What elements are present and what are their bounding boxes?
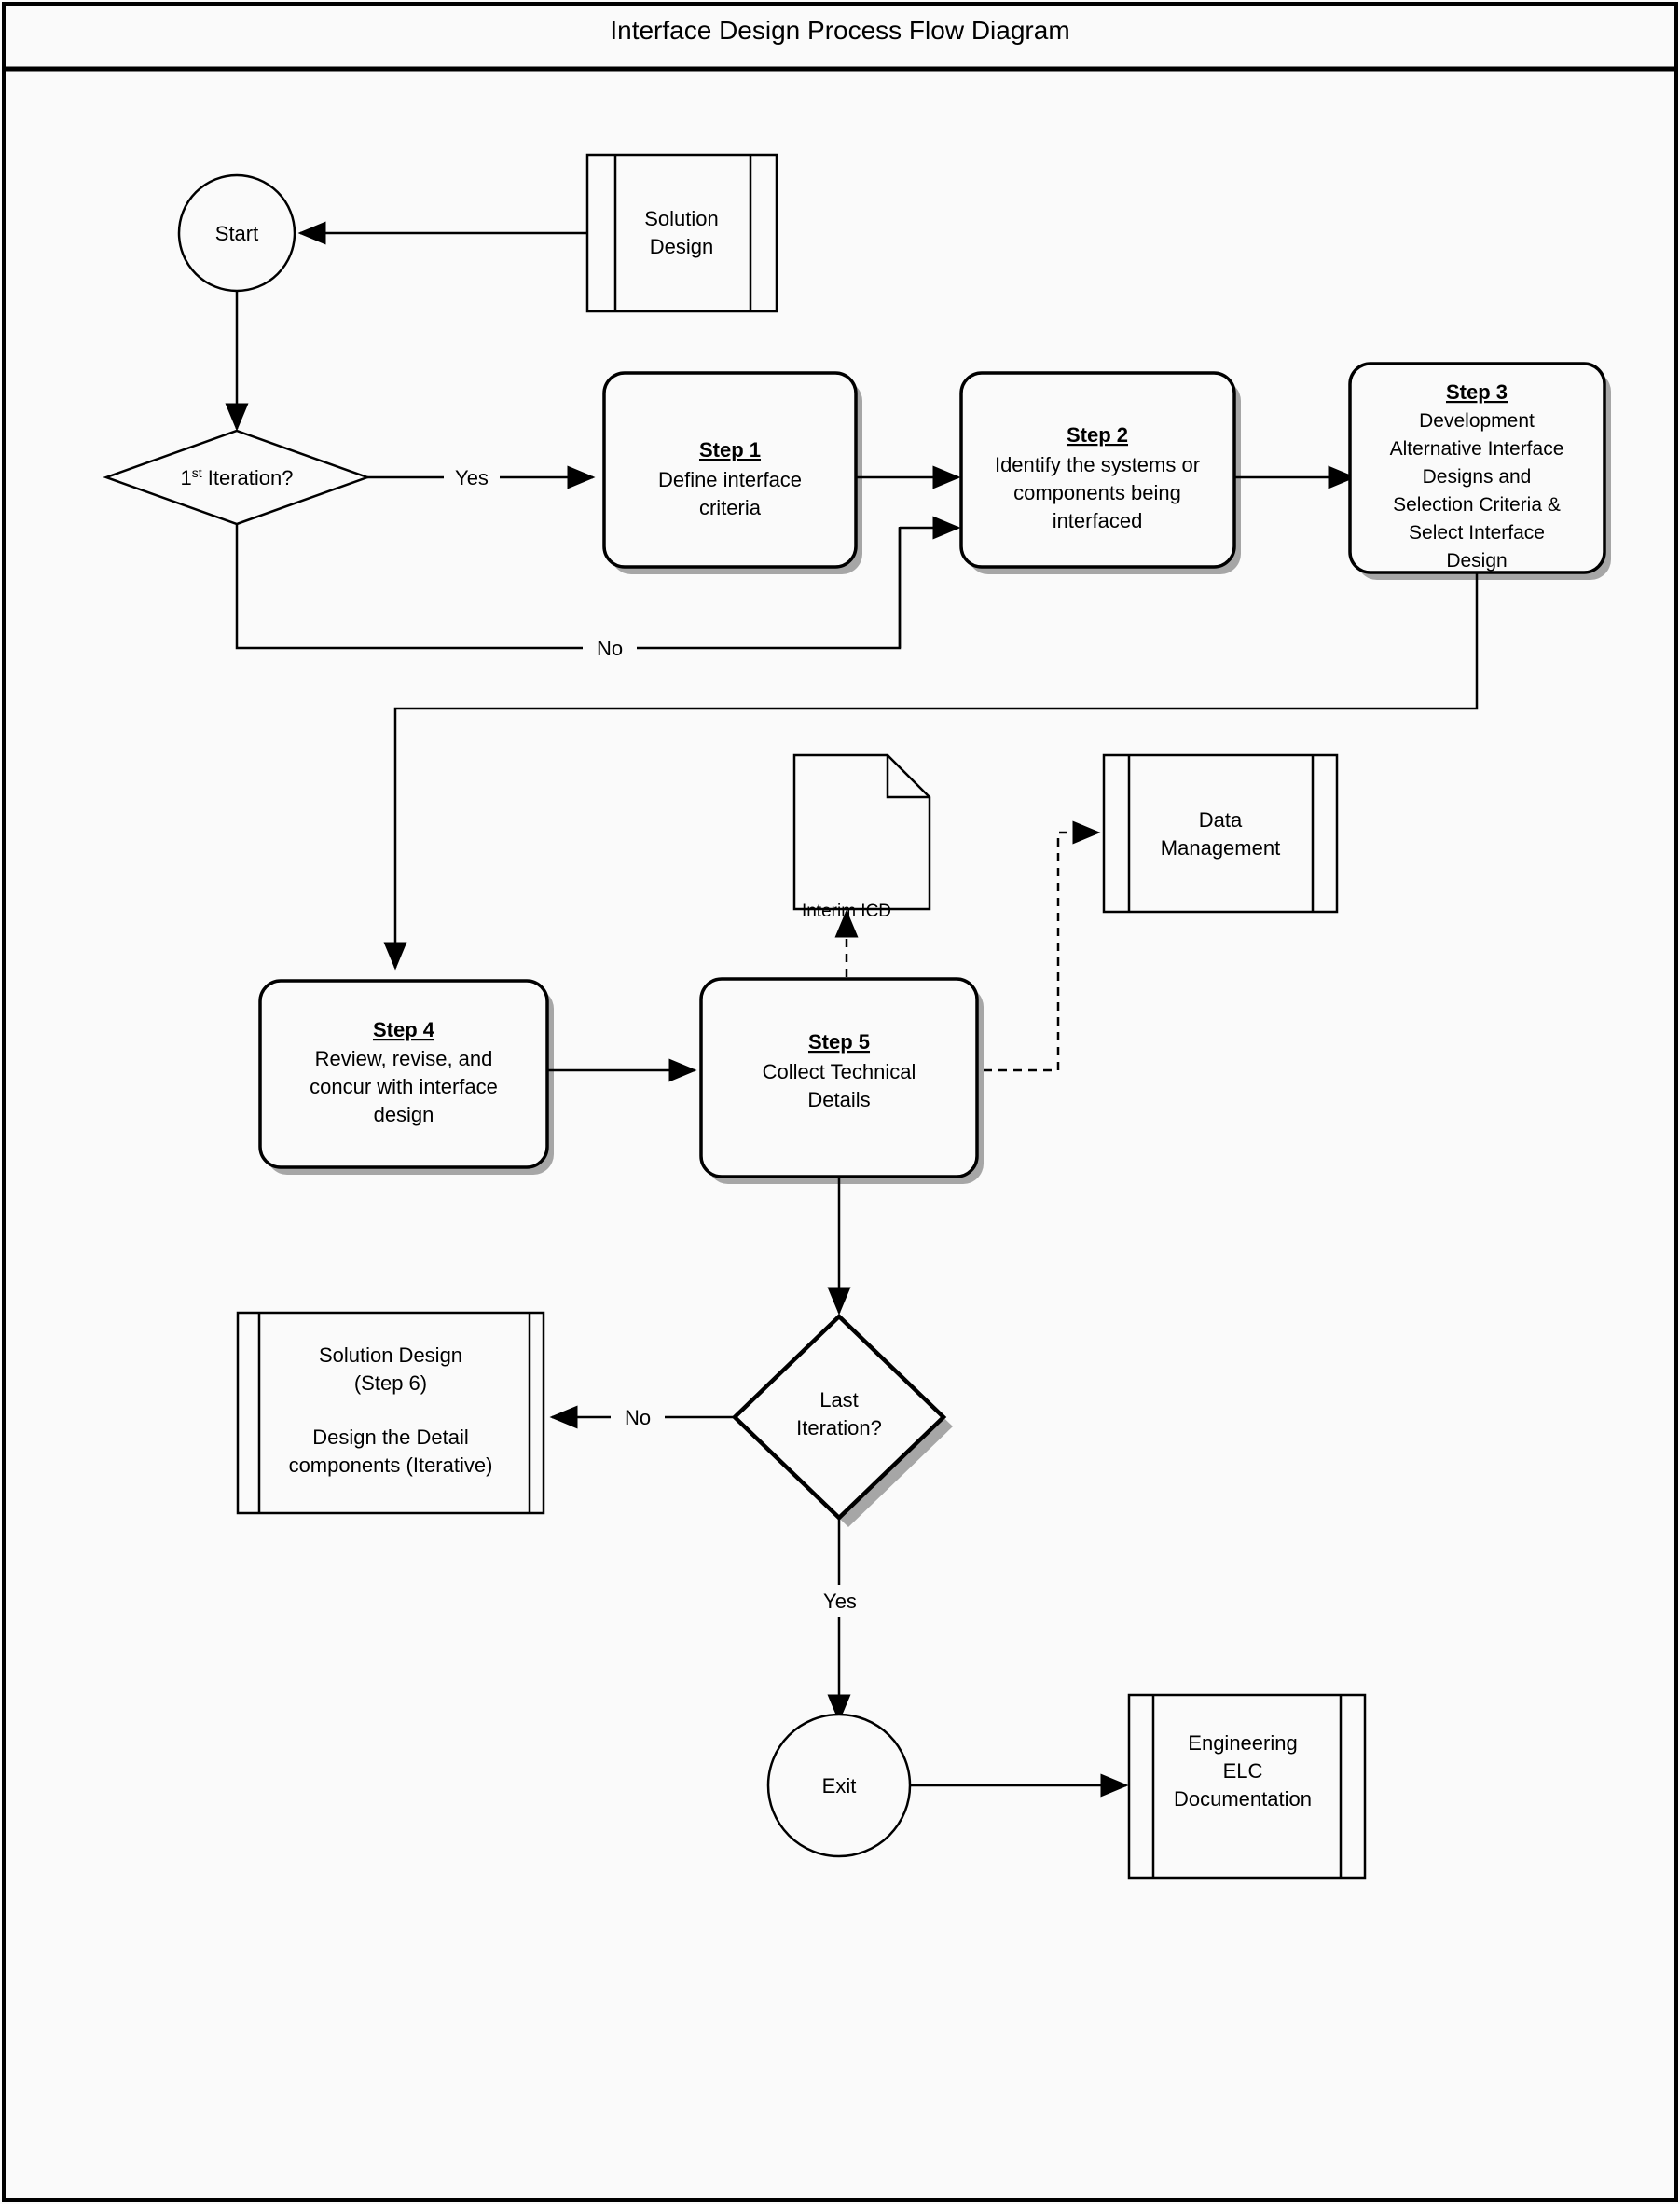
start-label: Start — [215, 222, 258, 245]
edge-label-no-first-iteration: No — [597, 637, 623, 660]
step3-line3: Designs and — [1423, 466, 1532, 488]
step3-heading: Step 3 — [1446, 380, 1508, 404]
solution-design-node[interactable] — [585, 153, 778, 313]
edge-label-no-last-iteration: No — [625, 1406, 651, 1429]
yes2-label-bg — [811, 1585, 869, 1617]
sd6-line2: (Step 6) — [354, 1371, 427, 1395]
step4-heading: Step 4 — [373, 1018, 435, 1041]
step5-heading: Step 5 — [808, 1030, 870, 1054]
step2-line2: components being — [1013, 481, 1181, 504]
step4-node[interactable] — [258, 979, 554, 1175]
step1-node[interactable] — [602, 371, 862, 574]
data-management-line1: Data — [1199, 808, 1243, 832]
engineering-elc-line2: ELC — [1223, 1759, 1263, 1783]
step2-heading: Step 2 — [1067, 423, 1128, 447]
step3-line6: Design — [1446, 550, 1507, 572]
sd6-line4: components (Iterative) — [289, 1453, 493, 1477]
no-label-bg — [583, 632, 637, 664]
no2-label-bg — [611, 1401, 665, 1433]
last-iteration-line1: Last — [819, 1388, 859, 1412]
engineering-elc-line3: Documentation — [1174, 1787, 1312, 1811]
step4-line2: concur with interface — [310, 1075, 498, 1098]
step5-line2: Details — [807, 1088, 870, 1111]
interim-icd-label: Interim ICD — [802, 902, 891, 921]
step2-line1: Identify the systems or — [995, 453, 1200, 476]
first-iteration-number: 1 — [181, 466, 192, 489]
edge-label-yes-last-iteration: Yes — [823, 1590, 857, 1613]
first-iteration-label: 1st Iteration? — [181, 465, 294, 489]
step1-line1: Define interface — [658, 468, 802, 491]
sd6-line1: Solution Design — [319, 1343, 462, 1367]
engineering-elc-node[interactable] — [1127, 1693, 1367, 1880]
step5-node[interactable] — [699, 977, 984, 1184]
data-management-node[interactable] — [1102, 753, 1339, 914]
step3-line4: Selection Criteria & — [1393, 494, 1561, 516]
step5-line1: Collect Technical — [763, 1060, 916, 1083]
step3-line1: Development — [1419, 410, 1535, 432]
exit-label: Exit — [822, 1774, 857, 1798]
page-title: Interface Design Process Flow Diagram — [610, 16, 1069, 45]
sd6-line3: Design the Detail — [312, 1426, 469, 1449]
engineering-elc-line1: Engineering — [1188, 1731, 1297, 1755]
data-management-line2: Management — [1161, 836, 1280, 860]
step1-line2: criteria — [699, 496, 762, 519]
solution-design-step6-node[interactable] — [236, 1311, 545, 1515]
edge-step3-to-step4 — [383, 572, 1479, 971]
interim-icd-node[interactable] — [792, 753, 931, 911]
step4-line3: design — [374, 1103, 434, 1126]
step3-line5: Select Interface — [1409, 522, 1545, 544]
step4-line1: Review, revise, and — [315, 1047, 493, 1070]
first-iteration-suffix: Iteration? — [202, 466, 294, 489]
edge-step5-to-data-management — [984, 820, 1101, 1072]
solution-design-label-line1: Solution — [644, 207, 719, 230]
first-iteration-superscript: st — [192, 465, 202, 480]
step2-line3: interfaced — [1053, 509, 1143, 532]
step3-node[interactable] — [1348, 362, 1611, 580]
step2-node[interactable] — [959, 371, 1241, 574]
last-iteration-line2: Iteration? — [796, 1416, 882, 1439]
step3-line2: Alternative Interface — [1390, 438, 1564, 460]
edge-label-yes-first-iteration: Yes — [455, 466, 489, 489]
yes-label-bg — [444, 461, 500, 493]
solution-design-label-line2: Design — [650, 235, 713, 258]
step1-heading: Step 1 — [699, 438, 761, 461]
